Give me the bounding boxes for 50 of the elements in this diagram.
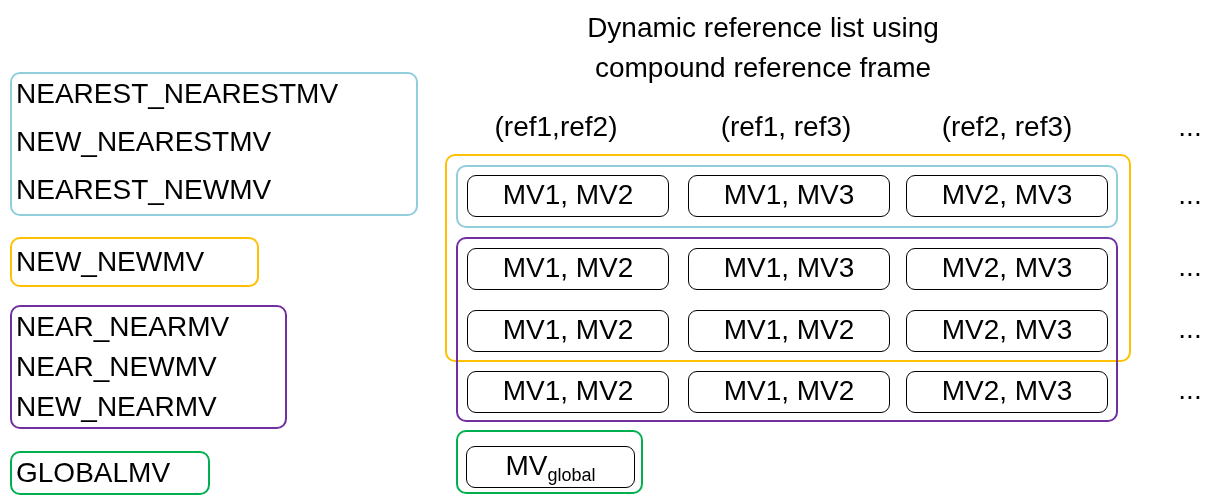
motion-vector-box — [467, 310, 669, 352]
motion-vector-box — [467, 248, 669, 290]
group-frame — [456, 237, 1118, 422]
column-header: (ref1, ref3) — [720, 111, 852, 143]
motion-vector-box — [906, 371, 1108, 413]
motion-vector-pair: MV1, MV2 — [722, 314, 856, 346]
mode-name: NEW_NEARMV — [16, 391, 217, 423]
motion-vector-pair: MV1, MV2 — [501, 252, 635, 284]
mode-box — [10, 305, 287, 429]
motion-vector-box — [906, 175, 1108, 217]
ellipsis: ... — [1178, 111, 1202, 143]
mode-name: NEAREST_NEARESTMV — [16, 78, 339, 110]
ellipsis: ... — [1178, 179, 1202, 211]
motion-vector-pair: MV1, MV3 — [722, 252, 856, 284]
mode-box — [10, 72, 418, 216]
motion-vector-pair: MV1, MV3 — [722, 179, 856, 211]
motion-vector-box — [467, 371, 669, 413]
mode-name: NEW_NEARESTMV — [16, 126, 272, 158]
mode-box — [10, 237, 259, 287]
motion-vector-box — [906, 248, 1108, 290]
column-header: (ref2, ref3) — [941, 111, 1073, 143]
diagram-title: Dynamic reference list using compound reference frame — [586, 11, 940, 85]
motion-vector-box — [906, 310, 1108, 352]
motion-vector-pair: MV1, MV2 — [501, 179, 635, 211]
ellipsis: ... — [1178, 313, 1202, 345]
motion-vector-pair: MV1, MV2 — [501, 314, 635, 346]
mode-name: GLOBALMV — [16, 457, 171, 489]
group-frame — [456, 430, 643, 494]
group-frame — [445, 154, 1131, 362]
motion-vector-pair: MV1, MV2 — [501, 375, 635, 407]
mode-name: NEAR_NEWMV — [16, 351, 217, 383]
ellipsis: ... — [1178, 374, 1202, 406]
mode-box — [10, 451, 210, 495]
motion-vector-box — [688, 310, 890, 352]
group-frame — [456, 165, 1118, 228]
ellipsis: ... — [1178, 251, 1202, 283]
motion-vector-pair: MV2, MV3 — [940, 314, 1074, 346]
mode-name: NEAR_NEARMV — [16, 311, 230, 343]
mode-name: NEW_NEWMV — [16, 246, 205, 278]
motion-vector-box — [688, 248, 890, 290]
motion-vector-pair: MV1, MV2 — [722, 375, 856, 407]
motion-vector-pair: MV2, MV3 — [940, 252, 1074, 284]
mode-name: NEAREST_NEWMV — [16, 174, 272, 206]
motion-vector-box — [688, 371, 890, 413]
motion-vector-pair: MV2, MV3 — [940, 179, 1074, 211]
motion-vector-box — [466, 446, 635, 488]
motion-vector-pair: MV2, MV3 — [940, 375, 1074, 407]
column-header: (ref1,ref2) — [494, 111, 618, 143]
motion-vector-box — [467, 175, 669, 217]
motion-vector-box — [688, 175, 890, 217]
